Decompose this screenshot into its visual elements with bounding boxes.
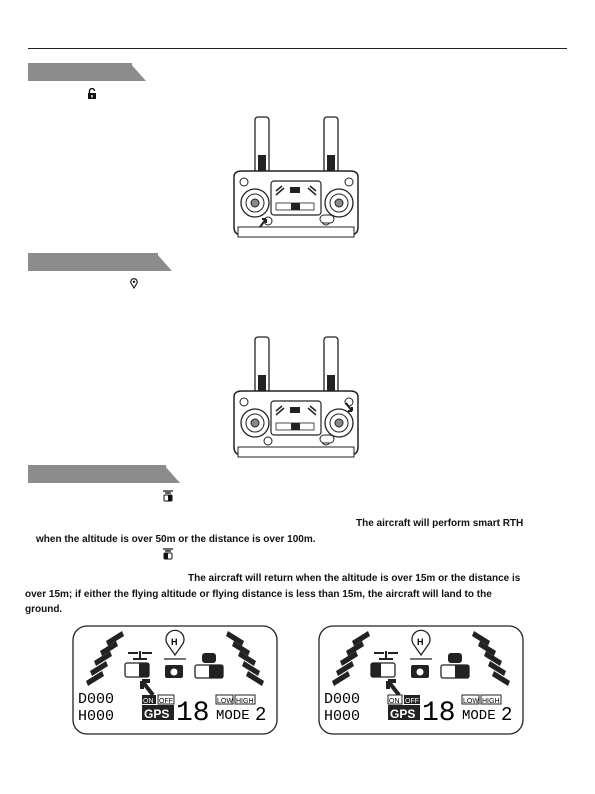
gps-off-label: OFF bbox=[159, 698, 173, 705]
satellite-count: 18 bbox=[176, 698, 210, 729]
paragraph-line-1: The aircraft will perform smart RTH bbox=[356, 518, 524, 529]
header-rule bbox=[28, 48, 567, 49]
speed-low-label: LOW bbox=[463, 698, 479, 705]
lcd-display-gps-on: H D000 H000 ON OFF GPS 18 LOW HIGH MODE … bbox=[72, 625, 278, 735]
section-tab-1 bbox=[28, 63, 146, 81]
satellite-count: 18 bbox=[422, 698, 456, 729]
section-tab-3 bbox=[28, 465, 180, 483]
remote-controller-figure-2 bbox=[233, 336, 359, 458]
section-tab-2 bbox=[28, 253, 172, 271]
home-letter: H bbox=[417, 637, 424, 647]
mode-label: MODE bbox=[462, 708, 496, 724]
remote-controller-figure-1 bbox=[233, 116, 359, 238]
gps-label: GPS bbox=[390, 707, 415, 721]
distance-readout: D000 bbox=[324, 691, 360, 708]
paragraph-line-3: The aircraft will return when the altitu… bbox=[188, 573, 521, 584]
speed-high-label: HIGH bbox=[482, 698, 500, 705]
gps-off-label: OFF bbox=[405, 698, 419, 705]
height-readout: H000 bbox=[78, 708, 114, 725]
speed-low-label: LOW bbox=[217, 698, 233, 705]
paragraph-line-5: ground. bbox=[25, 604, 63, 615]
mode-label: MODE bbox=[216, 708, 250, 724]
mode-value: 2 bbox=[501, 704, 512, 726]
unlock-icon bbox=[88, 88, 96, 99]
lcd-display-gps-off: H D000 H000 ON OFF GPS 18 LOW HIGH MODE … bbox=[318, 625, 524, 735]
gps-label: GPS bbox=[144, 707, 169, 721]
gps-on-label: ON bbox=[143, 698, 154, 705]
location-pin-icon bbox=[130, 278, 138, 289]
paragraph-line-2: when the altitude is over 50m or the dis… bbox=[36, 534, 316, 545]
speed-high-label: HIGH bbox=[236, 698, 254, 705]
home-letter: H bbox=[171, 637, 178, 647]
paragraph-line-4: over 15m; if either the flying altitude … bbox=[25, 589, 492, 600]
gps-on-label: ON bbox=[389, 698, 400, 705]
height-readout: H000 bbox=[324, 708, 360, 725]
mode-value: 2 bbox=[255, 704, 266, 726]
distance-readout: D000 bbox=[78, 691, 114, 708]
rth-switch-icon-2 bbox=[163, 548, 173, 560]
rth-switch-icon-1 bbox=[163, 490, 173, 502]
